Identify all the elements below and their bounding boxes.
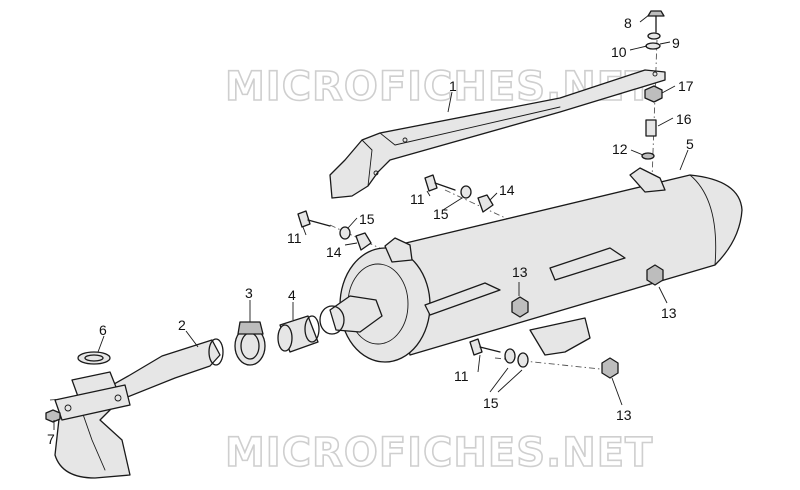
callout-11-lower: 11 bbox=[454, 368, 469, 384]
callout-13-lower: 13 bbox=[616, 407, 632, 423]
callout-12: 12 bbox=[612, 141, 628, 157]
callout-16: 16 bbox=[676, 111, 692, 127]
watermark-top: MICROFICHES.NET bbox=[225, 64, 653, 110]
callout-11-upper-left: 11 bbox=[287, 230, 302, 246]
silencer bbox=[319, 167, 743, 363]
callout-14-upper: 14 bbox=[499, 182, 515, 198]
leader-lines bbox=[53, 14, 689, 430]
callout-7: 7 bbox=[47, 431, 55, 447]
watermark-bottom: MICROFICHES.NET bbox=[225, 430, 653, 476]
callout-15-lower: 15 bbox=[483, 395, 499, 411]
callout-8: 8 bbox=[624, 15, 632, 31]
nut-front bbox=[511, 296, 529, 318]
callout-labels: 1 2 3 4 5 6 7 8 9 10 11 11 11 12 13 13 1… bbox=[47, 15, 694, 447]
top-washers bbox=[645, 32, 661, 50]
callout-6: 6 bbox=[99, 322, 107, 338]
callout-5: 5 bbox=[686, 136, 694, 152]
connection-sleeve bbox=[277, 315, 320, 353]
spacer bbox=[645, 119, 657, 137]
callout-11-upper-right: 11 bbox=[410, 191, 425, 207]
bolt-upper-right bbox=[424, 174, 494, 213]
bolt-upper-left bbox=[297, 210, 372, 251]
callout-3: 3 bbox=[245, 285, 253, 301]
callout-15-middle: 15 bbox=[359, 211, 375, 227]
callout-9: 9 bbox=[672, 35, 680, 51]
nut-rear bbox=[646, 264, 664, 286]
flange-nut bbox=[45, 409, 61, 423]
heat-shield bbox=[329, 69, 666, 199]
pipe-clamp bbox=[234, 321, 266, 366]
flange-gasket bbox=[77, 351, 111, 365]
callout-17: 17 bbox=[678, 78, 694, 94]
callout-13-rear: 13 bbox=[661, 305, 677, 321]
callout-14-lower: 14 bbox=[326, 244, 342, 260]
bracket-washer bbox=[641, 152, 655, 160]
top-bolt bbox=[647, 10, 665, 33]
callout-2: 2 bbox=[178, 317, 186, 333]
bolt-lower bbox=[469, 338, 529, 368]
callout-13-front: 13 bbox=[512, 264, 528, 280]
callout-15-upper: 15 bbox=[433, 206, 449, 222]
callout-1: 1 bbox=[449, 78, 457, 94]
nut-lower bbox=[601, 357, 619, 379]
bracket-nut bbox=[644, 85, 663, 103]
callout-4: 4 bbox=[288, 287, 296, 303]
header-flange bbox=[54, 371, 131, 421]
callout-10: 10 bbox=[611, 44, 627, 60]
